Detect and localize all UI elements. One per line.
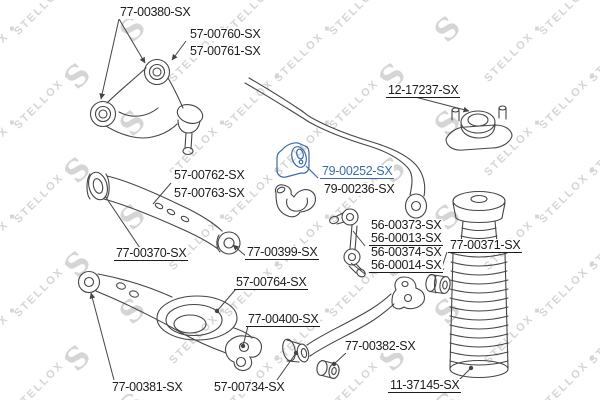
part-label-77-00400-sx: 77-00400-SX — [246, 312, 321, 327]
part-label-57-00760-sx: 57-00760-SX — [188, 27, 263, 41]
stabilizer-bushing-bracket-drawing — [274, 184, 316, 218]
part-label-77-00399-sx: 77-00399-SX — [245, 245, 320, 260]
small-bushing-371-drawing — [425, 273, 451, 295]
stabilizer-bar-bushing-highlighted-drawing — [276, 142, 310, 178]
part-label-79-00252-sx[interactable]: 79-00252-SX — [320, 164, 395, 179]
highlighted-leader-line — [305, 165, 319, 179]
part-label-77-00380-sx: 77-00380-SX — [118, 5, 193, 19]
part-label-77-00382-sx: 77-00382-SX — [343, 339, 418, 353]
part-label-77-00381-sx: 77-00381-SX — [110, 380, 185, 394]
part-label-77-00371-sx: 77-00371-SX — [448, 238, 523, 253]
part-label-56-00014-sx: 56-00014-SX — [369, 258, 444, 273]
stabilizer-bar-drawing — [244, 77, 428, 219]
leader-lines — [89, 18, 474, 385]
lateral-arm-drawing — [86, 171, 241, 255]
upper-control-arm-drawing — [89, 58, 204, 156]
stabilizer-link-drawing — [329, 208, 366, 278]
part-label-57-00763-sx: 57-00763-SX — [172, 186, 247, 200]
part-label-12-17237-sx: 12-17237-SX — [386, 83, 461, 98]
part-label-79-00236-sx: 79-00236-SX — [322, 182, 397, 196]
part-label-77-00370-sx: 77-00370-SX — [114, 246, 189, 261]
part-label-56-00374-sx: 56-00374-SX — [369, 245, 444, 259]
part-label-11-37145-sx: 11-37145-SX — [388, 378, 462, 393]
part-label-56-00013-sx: 56-00013-SX — [369, 231, 444, 246]
part-label-57-00762-sx: 57-00762-SX — [172, 168, 247, 182]
strut-mount-drawing — [445, 105, 513, 151]
part-label-57-00761-sx: 57-00761-SX — [188, 44, 263, 58]
part-label-56-00373-sx: 56-00373-SX — [369, 218, 444, 232]
dust-boot-drawing — [449, 190, 509, 379]
toe-link-drawing — [282, 276, 425, 363]
part-label-57-00764-sx: 57-00764-SX — [234, 275, 309, 290]
part-label-57-00734-sx: 57-00734-SX — [212, 380, 287, 394]
